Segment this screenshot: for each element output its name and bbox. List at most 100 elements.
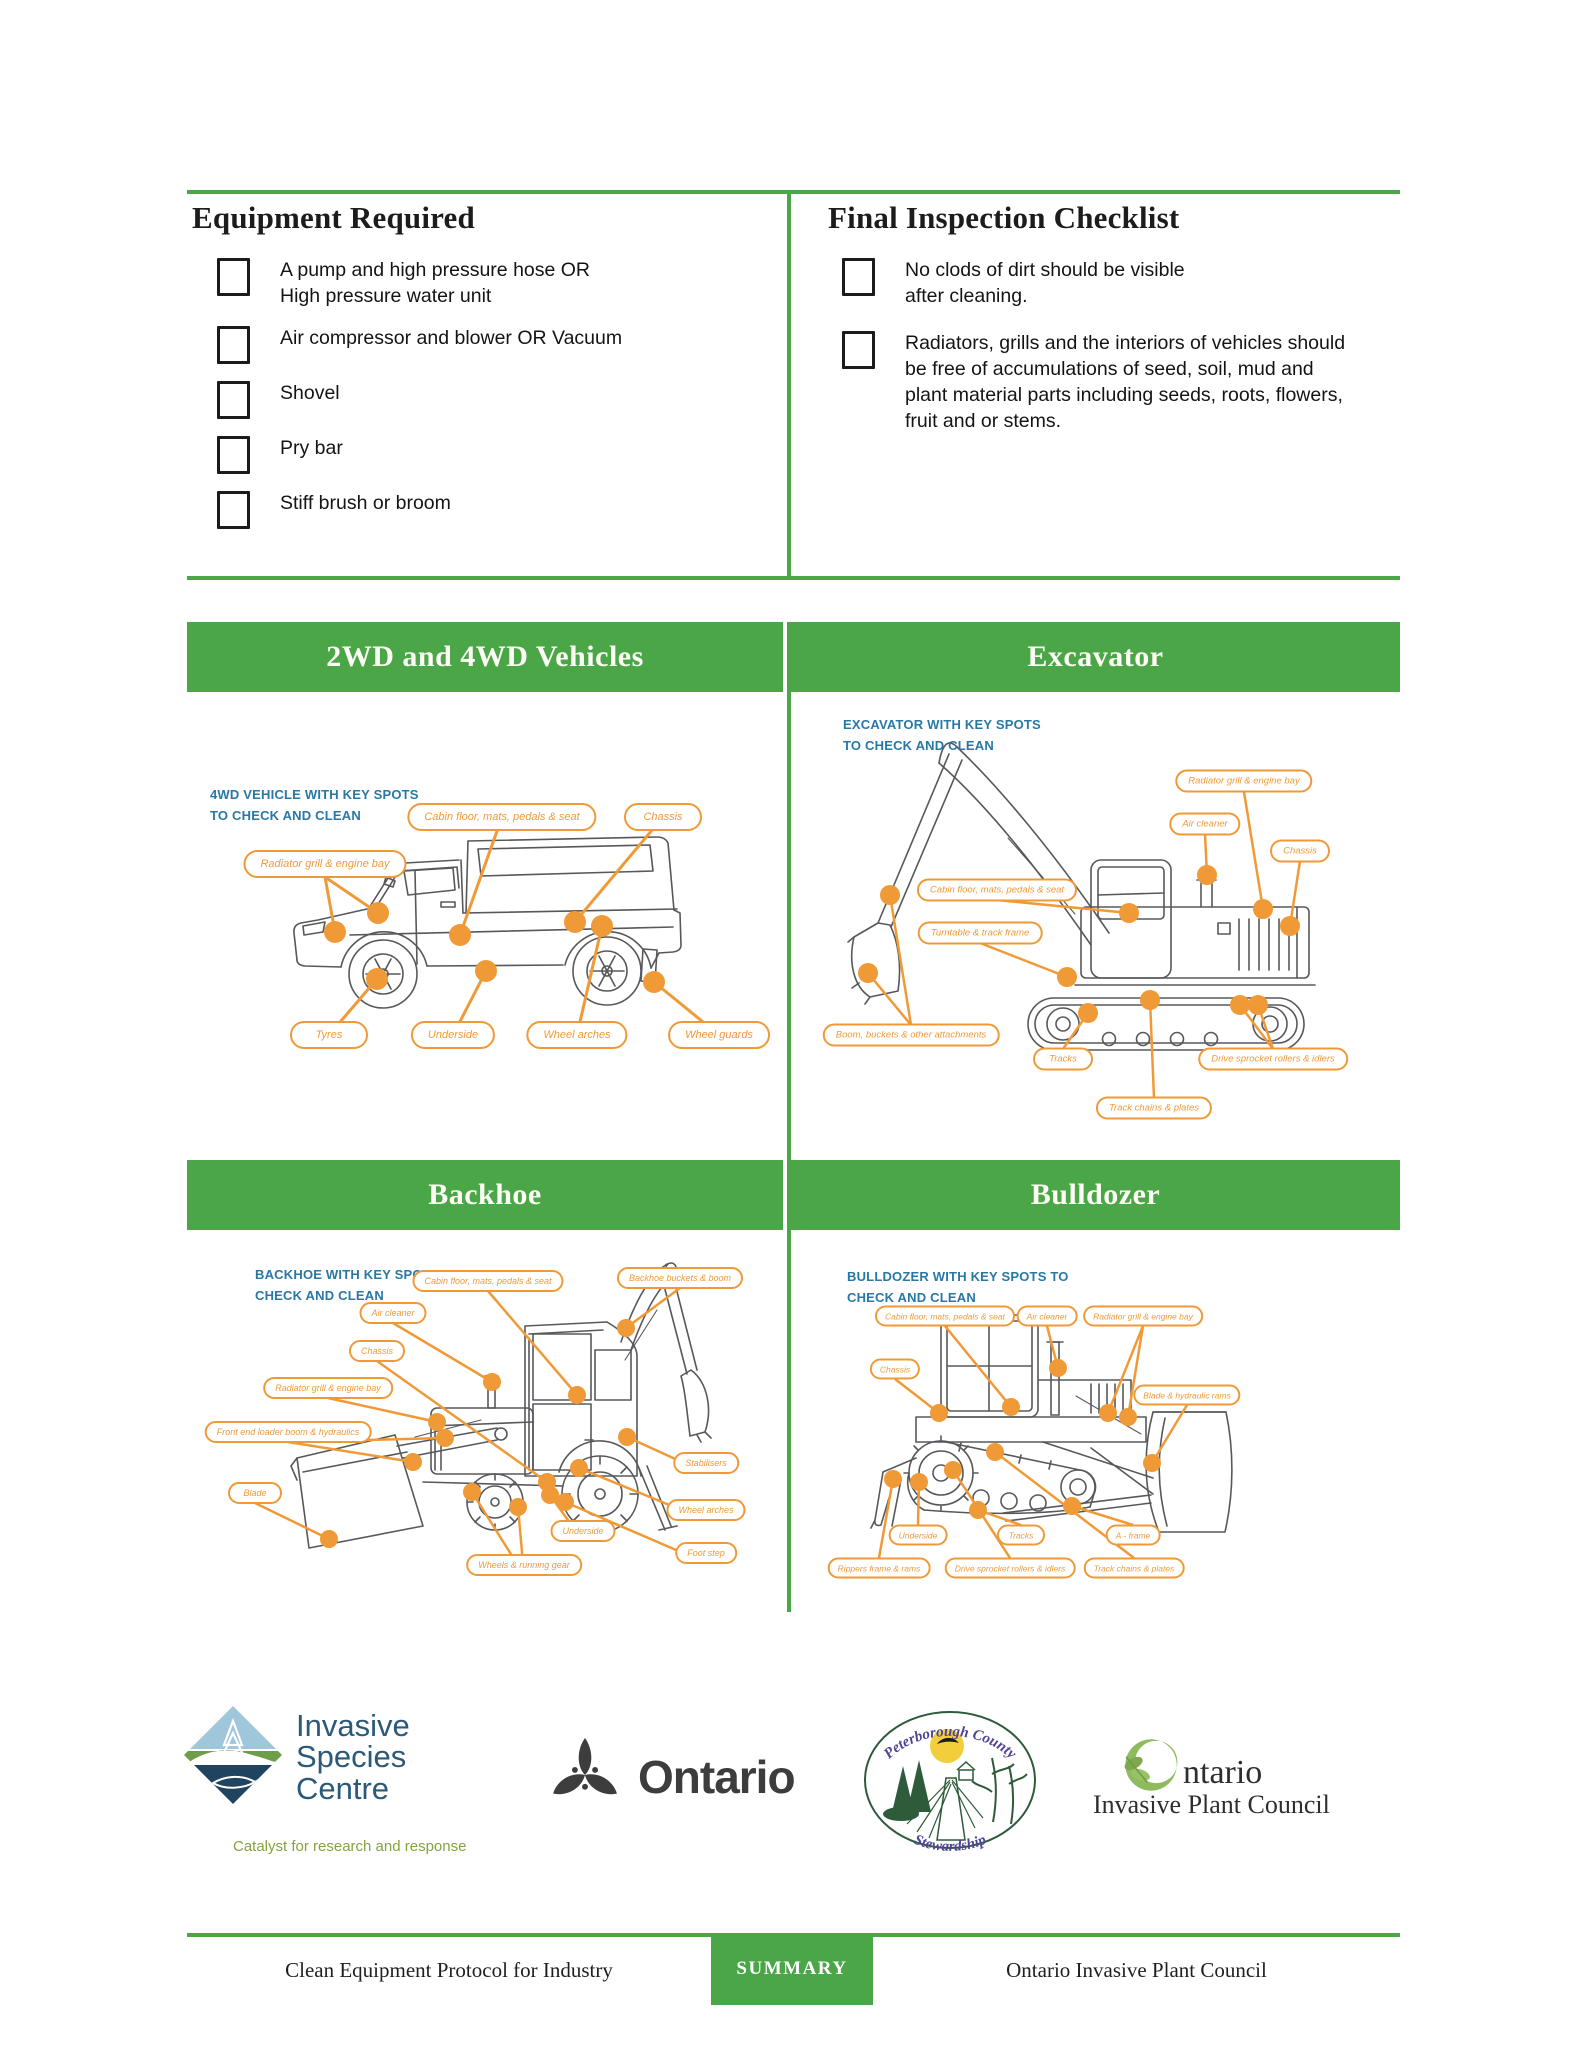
checklist-item-label: Radiators, grills and the interiors of v…: [905, 332, 1346, 432]
callout-label: Stabilisers: [673, 1452, 739, 1474]
callout-label: Air cleaner: [359, 1302, 427, 1324]
callout-label: Wheel guards: [668, 1021, 770, 1049]
excavator-illustration: [847, 742, 1316, 1099]
checkbox[interactable]: [217, 491, 250, 530]
checkbox[interactable]: [217, 258, 250, 296]
callout-label: Radiator grill & engine bay: [263, 1377, 393, 1399]
panel-title: Bulldozer: [1030, 1178, 1161, 1211]
panel-title: Backhoe: [428, 1178, 542, 1211]
callout-label: Tracks: [997, 1524, 1045, 1546]
checklist-item-label: Stiff brush or broom: [280, 492, 451, 515]
pc-arc-bottom: Stewardship: [912, 1832, 989, 1855]
panel-header-bulldozer: Bulldozer: [791, 1160, 1400, 1230]
callout-label: Drive sprocket rollers & idlers: [1198, 1047, 1348, 1071]
key-spot-dots: [320, 1319, 636, 1548]
callout-label: Wheels & running gear: [466, 1554, 582, 1576]
checklist-divider: [787, 190, 791, 580]
panel-header-vehicles: 2WD and 4WD Vehicles: [187, 622, 783, 692]
checklist-item: Pry bar: [217, 436, 752, 475]
key-spot-dots: [884, 1359, 1161, 1519]
invasive-species-centre-logo: Invasive Species Centre Catalyst for res…: [183, 1700, 493, 1865]
isc-tagline: Catalyst for research and response: [233, 1838, 467, 1855]
panel-backhoe: BACKHOE WITH KEY SPOTS TO CHECK AND CLEA…: [187, 1230, 783, 1660]
panel-excavator: EXCAVATOR WITH KEY SPOTS TO CHECK AND CL…: [791, 692, 1400, 1157]
isc-wordmark: Invasive Species Centre: [296, 1710, 410, 1804]
checklist-item: Stiff brush or broom: [217, 491, 752, 530]
callout-label: Chassis: [624, 803, 702, 831]
trillium-icon: [553, 1738, 617, 1795]
callout-label: Underside: [550, 1520, 616, 1542]
callout-label: Air cleaner: [1016, 1305, 1078, 1327]
panel-title: Excavator: [1027, 640, 1164, 673]
footer-summary-badge: SUMMARY: [711, 1933, 873, 2005]
callout-label: Cabin floor, mats, pedals & seat: [407, 803, 597, 831]
checklist-item: A pump and high pressure hose OR High pr…: [217, 258, 752, 309]
callout-label: Rippers frame & rams: [827, 1557, 931, 1579]
oipc-line2: Invasive Plant Council: [1093, 1790, 1330, 1819]
callout-label: Underside: [888, 1524, 948, 1546]
checkbox[interactable]: [217, 381, 250, 420]
ontario-logo: Ontario: [543, 1732, 803, 1827]
callout-label: Cabin floor, mats, pedals & seat: [874, 1305, 1016, 1327]
callout-label: A - frame: [1105, 1524, 1161, 1546]
callout-connectors: [867, 791, 1302, 1099]
checklist-item: Radiators, grills and the interiors of v…: [842, 331, 1388, 434]
diagram-caption: 4WD VEHICLE WITH KEY SPOTS TO CHECK AND …: [210, 787, 419, 824]
diagram-caption: BULLDOZER WITH KEY SPOTS TO CHECK AND CL…: [847, 1269, 1069, 1306]
oipc-crescent-icon: [1124, 1739, 1178, 1791]
callout-label: Radiator grill & engine bay: [1175, 769, 1313, 793]
checklist-item: No clods of dirt should be visible after…: [842, 258, 1388, 309]
stewardship-emblem: Peterborough County Stewardship: [864, 1711, 1036, 1855]
callout-label: Air cleaner: [1169, 812, 1241, 836]
callout-label: Cabin floor, mats, pedals & seat: [916, 878, 1078, 902]
diagram-caption: EXCAVATOR WITH KEY SPOTS TO CHECK AND CL…: [843, 717, 1041, 754]
isc-line: Invasive: [296, 1708, 410, 1743]
top-rule: [187, 190, 1400, 194]
callout-connectors: [254, 1286, 707, 1576]
isc-diamond-icon: [184, 1706, 282, 1804]
isc-line: Centre: [296, 1770, 390, 1806]
callout-label: Cabin floor, mats, pedals & seat: [412, 1270, 564, 1292]
checkbox[interactable]: [842, 258, 875, 296]
checklist-item: Shovel: [217, 381, 752, 420]
panel-header-excavator: Excavator: [791, 622, 1400, 692]
callout-label: Foot step: [675, 1542, 737, 1564]
callout-label: Tyres: [290, 1021, 368, 1049]
panel-title: 2WD and 4WD Vehicles: [326, 640, 644, 673]
callout-label: Chassis: [1270, 839, 1330, 863]
callout-label: Wheel arches: [666, 1499, 746, 1521]
callout-label: Blade & hydraulic rams: [1133, 1384, 1241, 1406]
equipment-required-title: Equipment Required: [192, 200, 475, 235]
callout-label: Chassis: [869, 1358, 921, 1380]
peterborough-stewardship-logo: Peterborough County Stewardship: [855, 1700, 1045, 1860]
panel-4wd-vehicle: 4WD VEHICLE WITH KEY SPOTS TO CHECK AND …: [187, 692, 783, 1157]
checkbox[interactable]: [217, 326, 250, 365]
footer-right-text: Ontario Invasive Plant Council: [1006, 1958, 1267, 1982]
checklist-item-label: Shovel: [280, 382, 340, 405]
panel-divider: [787, 622, 791, 1612]
key-spot-dots: [324, 902, 665, 993]
callout-label: Chassis: [348, 1340, 406, 1362]
checklist-item-label: Pry bar: [280, 437, 343, 460]
callout-label: Front end loader boom & hydraulics: [204, 1421, 372, 1443]
panel-header-backhoe: Backhoe: [187, 1160, 783, 1230]
final-inspection-section: Final Inspection Checklist No clods of d…: [828, 200, 1388, 451]
backhoe-illustration: [254, 1262, 712, 1576]
isc-line: Species: [296, 1739, 407, 1775]
callout-label: Wheel arches: [526, 1021, 628, 1049]
callout-label: Radiator grill & engine bay: [243, 850, 407, 878]
footer-left-text: Clean Equipment Protocol for Industry: [285, 1958, 613, 1982]
summary-label: SUMMARY: [736, 1958, 848, 1979]
final-inspection-title: Final Inspection Checklist: [828, 200, 1180, 235]
callout-label: Underside: [410, 1021, 496, 1049]
svg-text:Stewardship: Stewardship: [912, 1832, 989, 1855]
checkbox[interactable]: [842, 331, 875, 370]
callout-label: Tracks: [1033, 1047, 1093, 1071]
truck-illustration: [293, 816, 720, 1037]
checkbox[interactable]: [217, 436, 250, 475]
callout-label: Boom, buckets & other attachments: [822, 1023, 1000, 1047]
callout-label: Backhoe buckets & boom: [616, 1267, 744, 1289]
key-spot-dots: [858, 865, 1300, 1023]
checklist-item-label: No clods of dirt should be visible after…: [905, 259, 1185, 307]
